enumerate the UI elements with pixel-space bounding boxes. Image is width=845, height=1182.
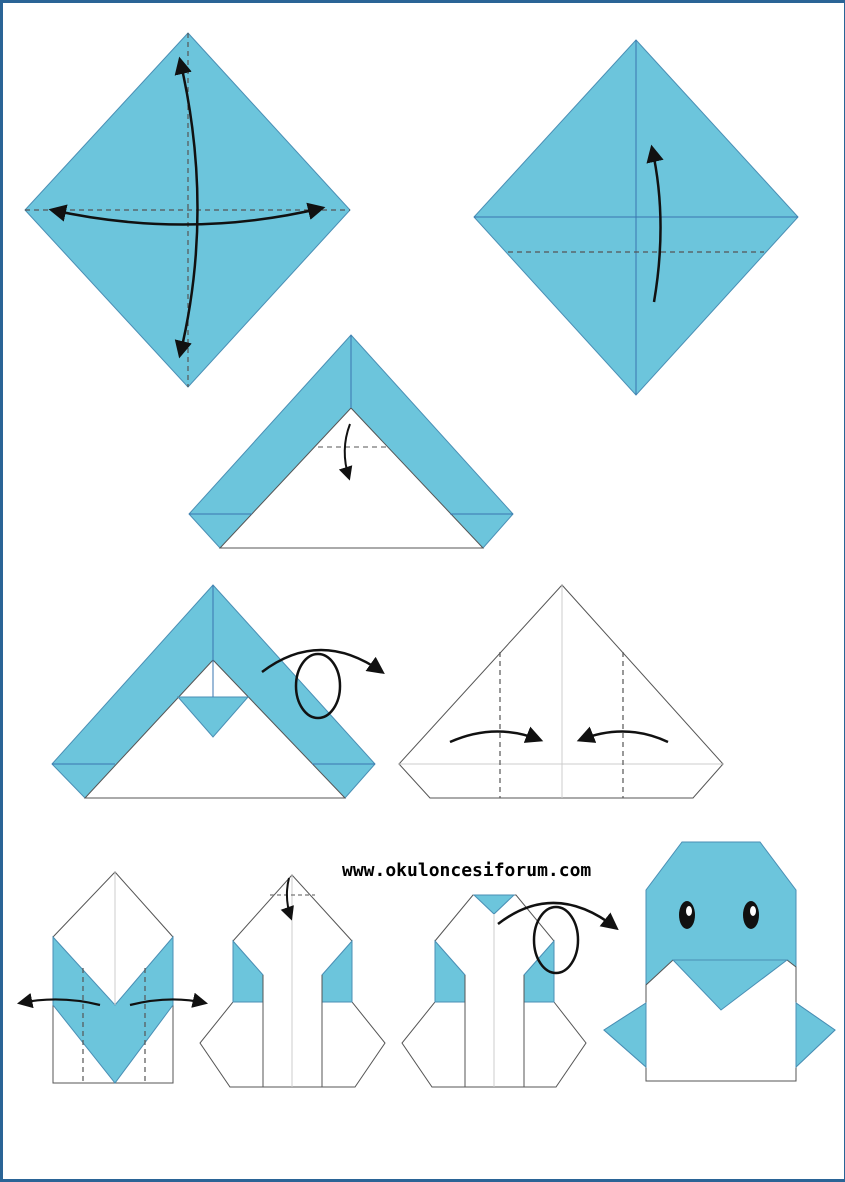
watermark-url: www.okuloncesiforum.com xyxy=(342,860,591,881)
step-3-diagram xyxy=(189,335,513,548)
right-eye-icon xyxy=(743,901,759,929)
step-6-diagram xyxy=(20,872,205,1083)
step-1-diagram xyxy=(25,33,350,387)
step-2-diagram xyxy=(474,40,798,395)
step-4-diagram xyxy=(52,585,382,798)
penguin-finished-icon xyxy=(604,842,835,1081)
step-5-diagram xyxy=(399,585,723,798)
left-eye-icon xyxy=(679,901,695,929)
step-7-diagram xyxy=(200,875,385,1087)
step-8-diagram xyxy=(402,895,616,1087)
